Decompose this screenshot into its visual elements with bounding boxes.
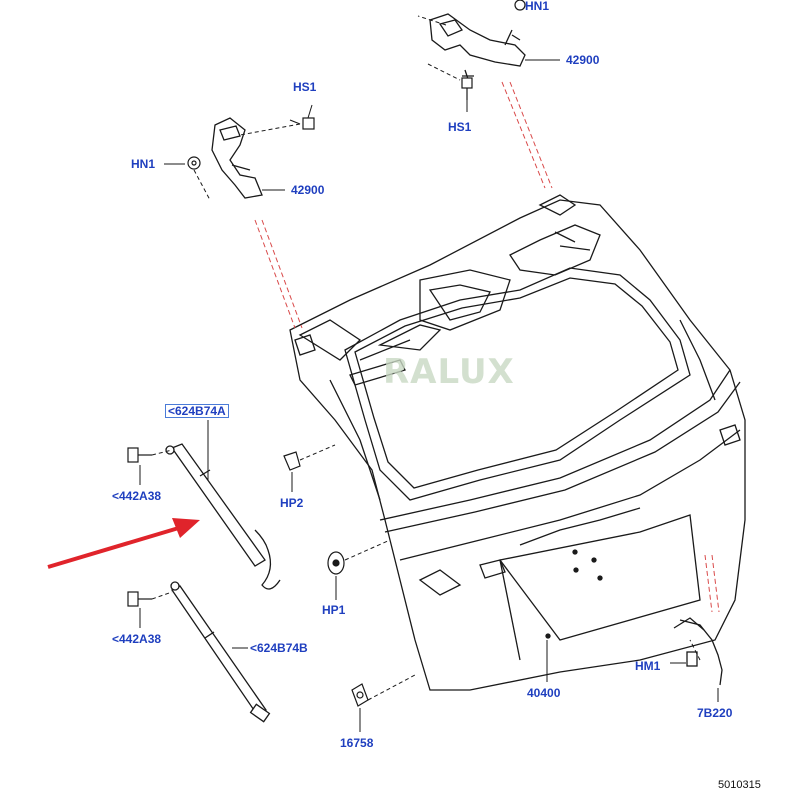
- nut-hn1-left: [187, 156, 201, 170]
- bolt-hs1-top: [461, 77, 473, 100]
- gas-strut-lower: [170, 581, 271, 723]
- callout-624b74a: <624B74A: [165, 404, 229, 418]
- callout-hn1-left: HN1: [131, 157, 156, 171]
- callout-7b220: 7B220: [697, 706, 733, 720]
- part-16758: [351, 683, 369, 707]
- watermark-text: RALUX: [383, 352, 515, 392]
- callout-leaders: [139, 59, 719, 732]
- liftgate-panel: [289, 194, 746, 691]
- hinge-left: [211, 117, 263, 199]
- callout-hs1-right: HS1: [448, 120, 472, 134]
- nut-hn1-top: [514, 0, 526, 11]
- leader-lines: [151, 15, 701, 701]
- callout-hn1-top: HN1: [525, 0, 550, 13]
- callout-624b74b: <624B74B: [250, 641, 308, 655]
- bolt-hs1-left: [289, 117, 315, 130]
- callout-40400: 40400: [527, 686, 561, 700]
- bolt-442a38-upper: [127, 447, 152, 463]
- bumper-hp2: [283, 451, 301, 471]
- callout-42900-left: 42900: [291, 183, 325, 197]
- bumper-hp1: [327, 551, 345, 575]
- red-arrow: [47, 518, 200, 569]
- callout-hs1-left: HS1: [293, 80, 317, 94]
- figure-number: 5010315: [718, 779, 761, 791]
- callout-hm1: HM1: [635, 659, 661, 673]
- callout-16758: 16758: [340, 736, 374, 750]
- callout-442a38-upper: <442A38: [112, 489, 162, 503]
- red-leader-lines: [254, 81, 720, 613]
- bolt-442a38-lower: [127, 591, 152, 607]
- callout-hp1: HP1: [322, 603, 346, 617]
- callout-hp2: HP2: [280, 496, 304, 510]
- callout-42900-top: 42900: [566, 53, 600, 67]
- hinge-right: [429, 13, 526, 86]
- gas-strut-upper: [165, 443, 281, 590]
- wiring-harness-7b220: [673, 617, 723, 686]
- callout-442a38-lower: <442A38: [112, 632, 162, 646]
